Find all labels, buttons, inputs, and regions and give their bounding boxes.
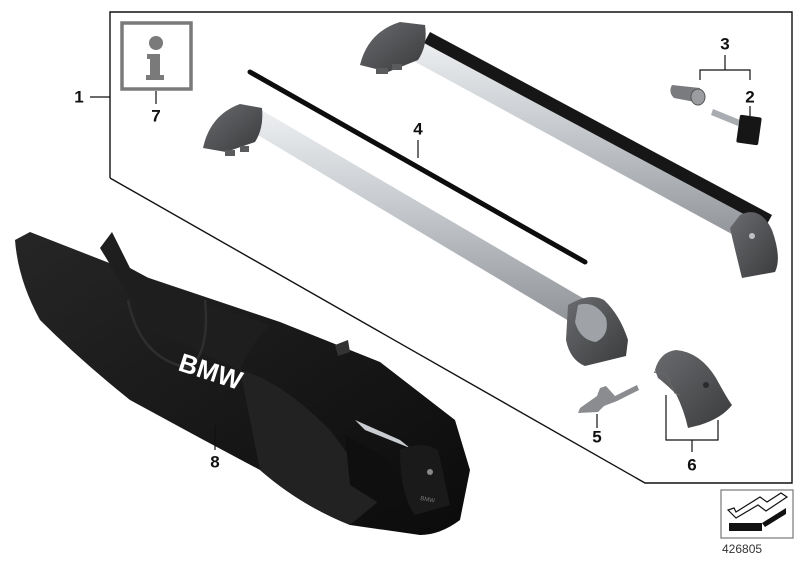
callout-5: 5	[592, 427, 602, 447]
foot-logo: BMW	[420, 496, 436, 505]
callout-1: 1	[74, 87, 84, 107]
callout-3: 3	[720, 34, 730, 54]
front-roof-bar	[203, 104, 628, 366]
callout-2: 2	[745, 87, 755, 107]
assembly-frame	[90, 11, 793, 484]
foot-cover-cap	[653, 350, 732, 452]
callout-6: 6	[687, 455, 697, 475]
rear-roof-bar	[360, 22, 778, 278]
storage-bag: BMW BMW	[15, 232, 470, 535]
rubber-seal-strip	[247, 69, 588, 265]
back-arrow-icon[interactable]	[720, 489, 794, 539]
callout-7: 7	[151, 106, 161, 126]
callout-4: 4	[413, 119, 423, 139]
mounting-bracket	[578, 385, 639, 428]
info-icon	[120, 21, 193, 104]
lock-and-key	[670, 55, 762, 146]
document-number: 426805	[722, 542, 763, 556]
callout-8: 8	[210, 452, 220, 472]
